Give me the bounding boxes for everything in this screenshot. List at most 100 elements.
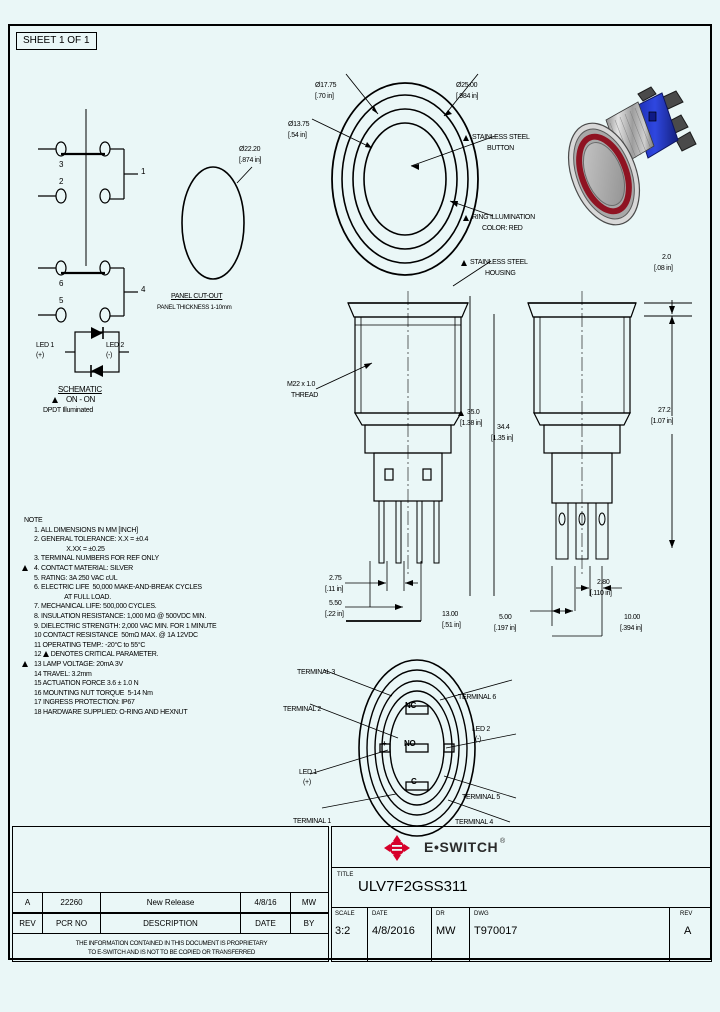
- note-number: 11: [34, 641, 41, 649]
- revision-row-date: 4/8/16: [241, 893, 291, 912]
- bottomview-led-1: LED 1: [299, 769, 317, 776]
- note-number: 10: [34, 632, 42, 640]
- dwg-label: DWG: [474, 911, 489, 917]
- note-number: 18: [34, 708, 42, 716]
- note-item: 18 HARDWARE SUPPLIED: O-RING AND HEXNUT: [24, 708, 264, 718]
- dim-1000: 10.00: [624, 614, 641, 621]
- drawn-by-cell: DR MW: [432, 908, 470, 961]
- revision-header-date: DATE: [241, 914, 291, 933]
- note-item: 17 INGRESS PROTECTION: IP67: [24, 698, 264, 708]
- dim-1000-inch: [.394 in]: [620, 625, 643, 632]
- bottomview-marking-minus: -: [447, 739, 450, 748]
- eswitch-logo-icon: [384, 835, 410, 861]
- note-text: ALL DIMENSIONS IN MM [INCH]: [40, 526, 138, 534]
- bottomview-terminal-2: TERMINAL 2: [283, 706, 321, 713]
- note-item: AT FULL LOAD.: [24, 593, 264, 603]
- note-item: 13 LAMP VOLTAGE: 20mA 3V: [22, 660, 264, 670]
- dim-550-inch: [.22 in]: [325, 611, 344, 618]
- company-logo-row: E•SWITCH ®: [331, 826, 712, 868]
- note-number: 5.: [34, 574, 40, 582]
- note-text: MOUNTING NUT TORQUE 5-14 Nm: [43, 689, 153, 697]
- critical-triangle-icon: [461, 260, 467, 266]
- proprietary-line-1: THE INFORMATION CONTAINED IN THIS DOCUME…: [75, 940, 268, 947]
- topview-dim-2500: Ø25.00: [456, 82, 478, 89]
- note-text: LAMP VOLTAGE: 20mA 3V: [43, 660, 123, 668]
- panel-cutout-circle: [181, 166, 253, 280]
- dim-280: 2.80: [597, 579, 610, 586]
- note-item: 1. ALL DIMENSIONS IN MM [INCH]: [24, 526, 264, 536]
- bottomview-marking-no: NO: [404, 739, 416, 748]
- note-item: 14 TRAVEL: 3.2mm: [24, 670, 264, 680]
- side-view-rotated: [527, 291, 637, 576]
- bottomview-led-1-polarity: (+): [303, 779, 311, 786]
- product-3d-render: [567, 86, 697, 226]
- dwg-value: T970017: [474, 925, 518, 937]
- bottomview-marking-c: C: [411, 777, 417, 786]
- revision-header-description: DESCRIPTION: [101, 914, 241, 933]
- overall-height-dimensions: [469, 296, 495, 596]
- panel-cutout-title: PANEL CUT-OUT: [171, 293, 223, 300]
- schematic-type: DPDT Illuminated: [43, 407, 93, 414]
- note-text: TERMINAL NUMBERS FOR REF ONLY: [40, 555, 159, 563]
- revision-row-description: New Release: [101, 893, 241, 912]
- note-number: 1.: [34, 526, 40, 534]
- notes-block: NOTE 1. ALL DIMENSIONS IN MM [INCH]2. GE…: [22, 516, 264, 718]
- note-item: 3. TERMINAL NUMBERS FOR REF ONLY: [24, 554, 264, 564]
- critical-triangle-icon: [463, 215, 469, 221]
- sideview-dim-272-inch: [1.07 in]: [651, 418, 674, 425]
- note-text: ELECTRIC LIFE 50,000 MAKE-AND-BREAK CYCL…: [41, 584, 202, 592]
- sheet-tag: SHEET 1 OF 1: [16, 32, 97, 50]
- note-text: MECHANICAL LIFE: 500,000 CYCLES.: [41, 603, 157, 611]
- note-text: RATING: 3A 250 VAC cUL: [41, 574, 118, 582]
- topview-callout-ring-line2: COLOR: RED: [482, 225, 523, 232]
- sideview-dim-20-inch: [.08 in]: [654, 265, 673, 272]
- note-text: CONTACT MATERIAL: SILVER: [41, 564, 133, 572]
- notes-list: 1. ALL DIMENSIONS IN MM [INCH]2. GENERAL…: [22, 526, 264, 718]
- schematic-led2-label: LED 2: [106, 342, 124, 349]
- note-text: HARDWARE SUPPLIED: O-RING AND HEXNUT: [43, 708, 188, 716]
- note-item: 2. GENERAL TOLERANCE: X.X = ±0.4: [24, 535, 264, 545]
- critical-triangle-icon: [22, 660, 28, 667]
- note-text: X.XX = ±0.25: [35, 545, 105, 553]
- revision-block: A 22260 New Release 4/8/16 MW REV PCR NO…: [10, 826, 331, 962]
- title-value: ULV7F2GSS311: [358, 878, 468, 895]
- dim-275-inch: [.11 in]: [325, 586, 344, 593]
- note-item: 12 DENOTES CRITICAL PARAMETER.: [24, 650, 264, 660]
- note-number: 14: [34, 670, 42, 678]
- bottomview-marking-plus: +: [382, 739, 387, 748]
- sideview-thread-line2: THREAD: [291, 392, 318, 399]
- note-text: GENERAL TOLERANCE: X.X = ±0.4: [41, 536, 149, 544]
- sideview-dim-20: 2.0: [662, 254, 671, 261]
- proprietary-notice: THE INFORMATION CONTAINED IN THIS DOCUME…: [12, 934, 329, 962]
- note-number: 6.: [34, 584, 40, 592]
- note-item: 7. MECHANICAL LIFE: 500,000 CYCLES.: [24, 602, 264, 612]
- title-label: TITLE: [337, 872, 354, 878]
- scale-cell: SCALE 3:2: [332, 908, 368, 961]
- schematic-terminal-1: 1: [141, 167, 146, 176]
- note-number: 8.: [34, 612, 40, 620]
- date-value: 4/8/2016: [372, 925, 415, 937]
- revision-header-row: REV PCR NO DESCRIPTION DATE BY: [12, 913, 329, 934]
- note-item: 9. DIELECTRIC STRENGTH: 2,000 VAC MIN. F…: [24, 622, 264, 632]
- revision-header-pcr: PCR NO: [43, 914, 101, 933]
- sideview-dim-344-inch: [1.35 in]: [491, 435, 514, 442]
- title-block: E•SWITCH ® TITLE ULV7F2GSS311 SCALE 3:2 …: [331, 826, 712, 962]
- topview-dim-1775-inch: [.70 in]: [315, 93, 334, 100]
- revision-row-rev: A: [13, 893, 43, 912]
- proprietary-line-2: TO E-SWITCH AND IS NOT TO BE COPIED OR T…: [88, 949, 255, 956]
- note-item: 8. INSULATION RESISTANCE: 1,000 MΩ @ 500…: [24, 612, 264, 622]
- schematic-terminal-4: 4: [141, 285, 146, 294]
- bottomview-led-2: LED 2: [472, 726, 490, 733]
- note-number: 12: [34, 651, 42, 659]
- note-item: 5. RATING: 3A 250 VAC cUL: [24, 574, 264, 584]
- revision-row[interactable]: A 22260 New Release 4/8/16 MW: [12, 892, 329, 913]
- bottomview-led-2-polarity: (-): [475, 736, 482, 743]
- bottomview-terminal-4: TERMINAL 4: [455, 819, 493, 826]
- note-item: 11 OPERATING TEMP.: -20°C to 55°C: [24, 641, 264, 651]
- scale-value: 3:2: [335, 925, 351, 937]
- note-text: TRAVEL: 3.2mm: [42, 670, 92, 678]
- note-text: DIELECTRIC STRENGTH: 2,000 VAC MIN. FOR …: [41, 622, 217, 630]
- note-item: 6. ELECTRIC LIFE 50,000 MAKE-AND-BREAK C…: [24, 583, 264, 593]
- note-text: DENOTES CRITICAL PARAMETER.: [50, 651, 159, 659]
- dr-label: DR: [436, 911, 445, 917]
